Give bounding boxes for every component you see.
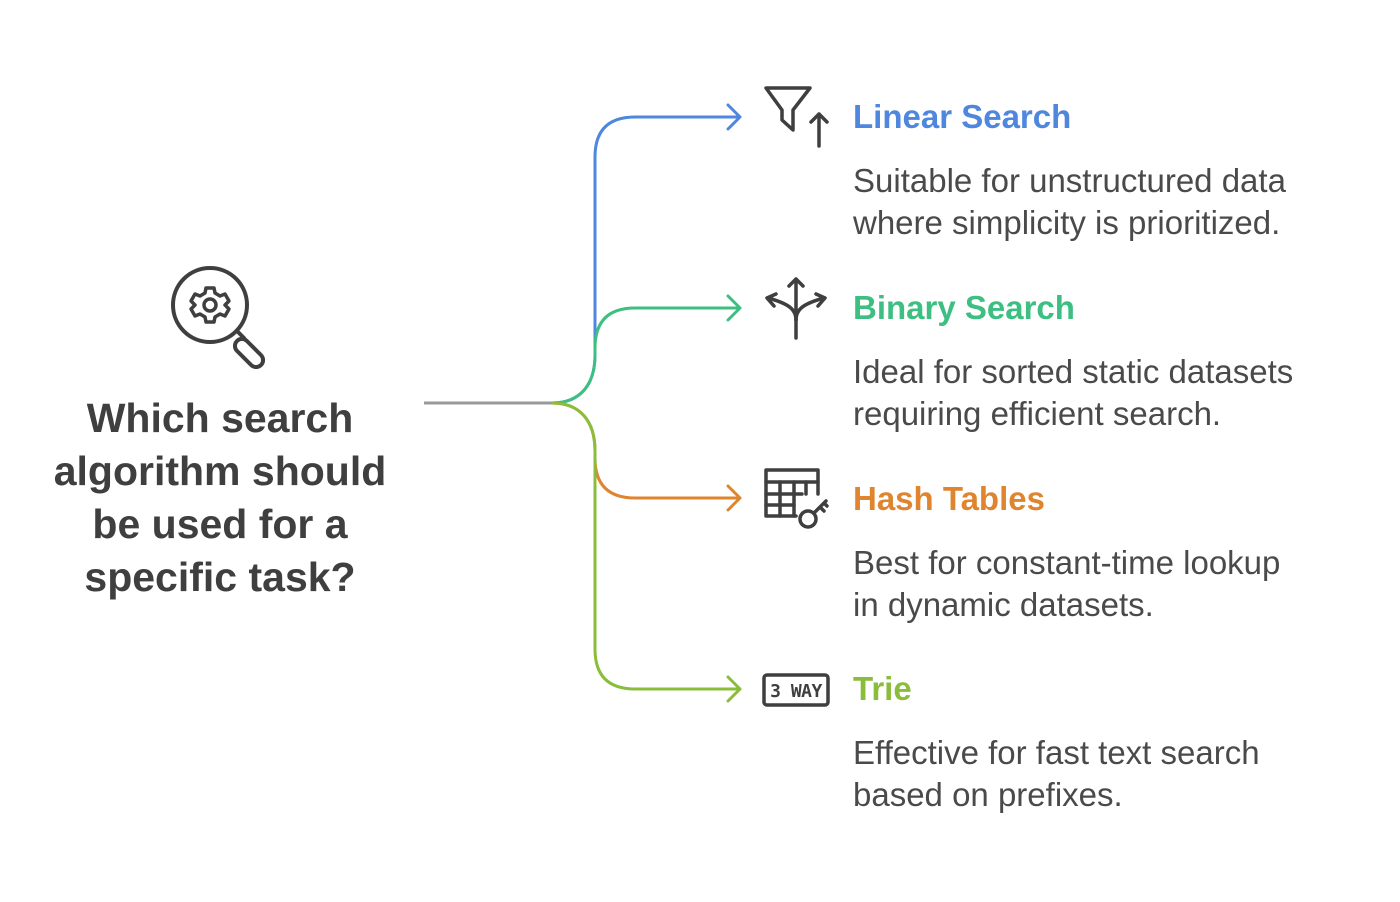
description-line: Effective for fast text search xyxy=(853,734,1260,771)
connector-linear-search xyxy=(551,115,740,405)
question-line-2: algorithm should xyxy=(53,448,387,494)
branch-description-linear-search: Suitable for unstructured data where sim… xyxy=(853,160,1373,244)
search-gear-icon xyxy=(171,266,266,370)
question-line-1: Which search xyxy=(86,395,354,441)
question-line-4: specific task? xyxy=(84,554,356,600)
connector-binary-search xyxy=(551,306,740,405)
branch-title-binary-search: Binary Search xyxy=(853,289,1075,326)
branch-description-hash-tables: Best for constant-time lookup in dynamic… xyxy=(853,542,1373,626)
central-question: Which search algorithm should be used fo… xyxy=(30,392,410,604)
three-way-sign-text: 3 WAY xyxy=(770,681,822,702)
filter-arrow-up-icon xyxy=(764,86,829,148)
description-line: Suitable for unstructured data xyxy=(853,162,1286,199)
description-line: Best for constant-time lookup xyxy=(853,544,1281,581)
branch-title-linear-search: Linear Search xyxy=(853,98,1072,135)
branch-description-trie: Effective for fast text search based on … xyxy=(853,732,1373,816)
table-key-icon xyxy=(764,468,829,529)
question-line-3: be used for a xyxy=(92,501,348,547)
branch-title-trie: Trie xyxy=(853,670,912,707)
arrowhead-linear-search xyxy=(726,103,742,131)
branch-description-binary-search: Ideal for sorted static datasets requiri… xyxy=(853,351,1373,435)
description-line: in dynamic datasets. xyxy=(853,586,1154,623)
description-line: based on prefixes. xyxy=(853,776,1123,813)
connector-trie xyxy=(551,401,740,691)
three-way-sign-icon: 3 WAY xyxy=(762,673,830,707)
arrowhead-hash-tables xyxy=(726,484,742,512)
description-line: requiring efficient search. xyxy=(853,395,1222,432)
connector-hash-tables xyxy=(551,401,740,500)
arrowhead-trie xyxy=(726,675,742,703)
description-line: Ideal for sorted static datasets xyxy=(853,353,1294,390)
arrowhead-binary-search xyxy=(726,294,742,322)
description-line: where simplicity is prioritized. xyxy=(853,204,1281,241)
split-arrows-icon xyxy=(765,277,827,340)
branch-title-hash-tables: Hash Tables xyxy=(853,480,1045,517)
